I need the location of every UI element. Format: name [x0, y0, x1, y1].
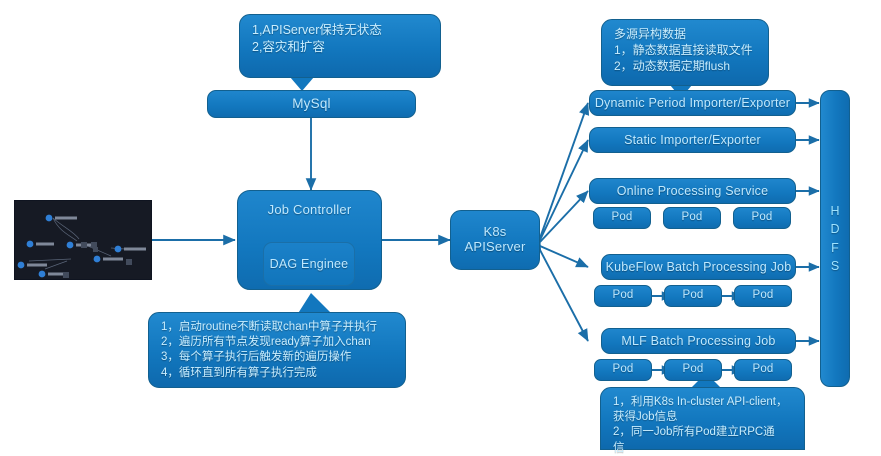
pod-label: Pod	[752, 289, 774, 302]
pod-online-2[interactable]: Pod	[663, 207, 721, 229]
callout-line: 1，静态数据直接读取文件	[614, 42, 753, 57]
node-k8s-apiserver[interactable]: K8s APIServer	[450, 210, 540, 270]
callout-line: 1，利用K8s In-cluster API-client，	[613, 396, 788, 408]
node-label-line2: APIServer	[464, 239, 526, 254]
callout-line: 1,APIServer保持无状态	[252, 23, 382, 37]
pod-kubeflow-3[interactable]: Pod	[734, 285, 792, 307]
node-label-line1: K8s	[483, 224, 507, 240]
node-label: MLF Batch Processing Job	[621, 333, 776, 348]
hdfs-letter-d: D	[830, 222, 840, 237]
pod-mlf-1[interactable]: Pod	[594, 359, 652, 381]
node-static-importer-exporter[interactable]: Static Importer/Exporter	[589, 127, 796, 153]
node-hdfs[interactable]: H D F S	[820, 90, 850, 387]
node-label: DAG Enginee	[269, 256, 349, 271]
node-dynamic-period-importer-exporter[interactable]: Dynamic Period Importer/Exporter	[589, 90, 796, 116]
callout-line: 2，同一Job所有Pod建立RPC通	[613, 426, 775, 439]
callout-line: 获得Job信息	[613, 411, 678, 424]
pod-kubeflow-2[interactable]: Pod	[664, 285, 722, 307]
pod-label: Pod	[751, 211, 773, 224]
callout-mysql-tail	[290, 77, 314, 91]
node-label: Online Processing Service	[616, 183, 769, 198]
callout-line: 信	[613, 441, 625, 454]
pod-label: Pod	[752, 363, 774, 376]
pod-kubeflow-1[interactable]: Pod	[594, 285, 652, 307]
node-online-processing-service[interactable]: Online Processing Service	[589, 178, 796, 204]
callout-dag-tail	[297, 293, 333, 315]
node-label: Dynamic Period Importer/Exporter	[594, 95, 791, 110]
callout-line: 2，遍历所有节点发现ready算子加入chan	[161, 336, 371, 349]
callout-data-source-note: 多源异构数据 1，静态数据直接读取文件 2，动态数据定期flush	[601, 19, 769, 86]
callout-line: 4，循环直到所有算子执行完成	[161, 366, 317, 379]
node-label: Job Controller	[267, 202, 352, 217]
node-label: KubeFlow Batch Processing Job	[605, 259, 792, 274]
node-mysql[interactable]: MySql	[207, 90, 416, 118]
callout-mysql-note: 1,APIServer保持无状态 2,容灾和扩容	[239, 14, 441, 78]
callout-line: 2，动态数据定期flush	[614, 58, 731, 73]
pod-label: Pod	[681, 211, 703, 224]
dag-graph-thumbnail	[14, 200, 152, 280]
callout-line: 1，启动routine不断读取chan中算子并执行	[161, 321, 377, 333]
pod-online-3[interactable]: Pod	[733, 207, 791, 229]
pod-mlf-3[interactable]: Pod	[734, 359, 792, 381]
callout-pod-rpc-note: 1，利用K8s In-cluster API-client， 获得Job信息 2…	[600, 387, 805, 454]
pod-mlf-2[interactable]: Pod	[664, 359, 722, 381]
callout-line: 3，每个算子执行后触发新的遍历操作	[161, 351, 352, 364]
callout-dag-note: 1，启动routine不断读取chan中算子并执行 2，遍历所有节点发现read…	[148, 312, 406, 388]
pod-label: Pod	[611, 211, 633, 224]
callout-line: 2,容灾和扩容	[252, 39, 325, 54]
hdfs-letter-h: H	[830, 204, 840, 219]
pod-label: Pod	[612, 363, 634, 376]
pod-online-1[interactable]: Pod	[593, 207, 651, 229]
dag-graph-svg	[15, 201, 151, 279]
hdfs-letter-f: F	[831, 240, 839, 255]
node-dag-engine[interactable]: DAG Enginee	[263, 242, 355, 286]
node-mlf-batch-processing-job[interactable]: MLF Batch Processing Job	[601, 328, 796, 354]
pod-label: Pod	[682, 363, 704, 376]
callout-line: 多源异构数据	[614, 27, 687, 41]
node-label: MySql	[292, 96, 331, 112]
node-kubeflow-batch-processing-job[interactable]: KubeFlow Batch Processing Job	[601, 254, 796, 280]
node-label: Static Importer/Exporter	[624, 132, 761, 147]
hdfs-letter-s: S	[830, 258, 840, 273]
pod-label: Pod	[612, 289, 634, 302]
pod-label: Pod	[682, 289, 704, 302]
